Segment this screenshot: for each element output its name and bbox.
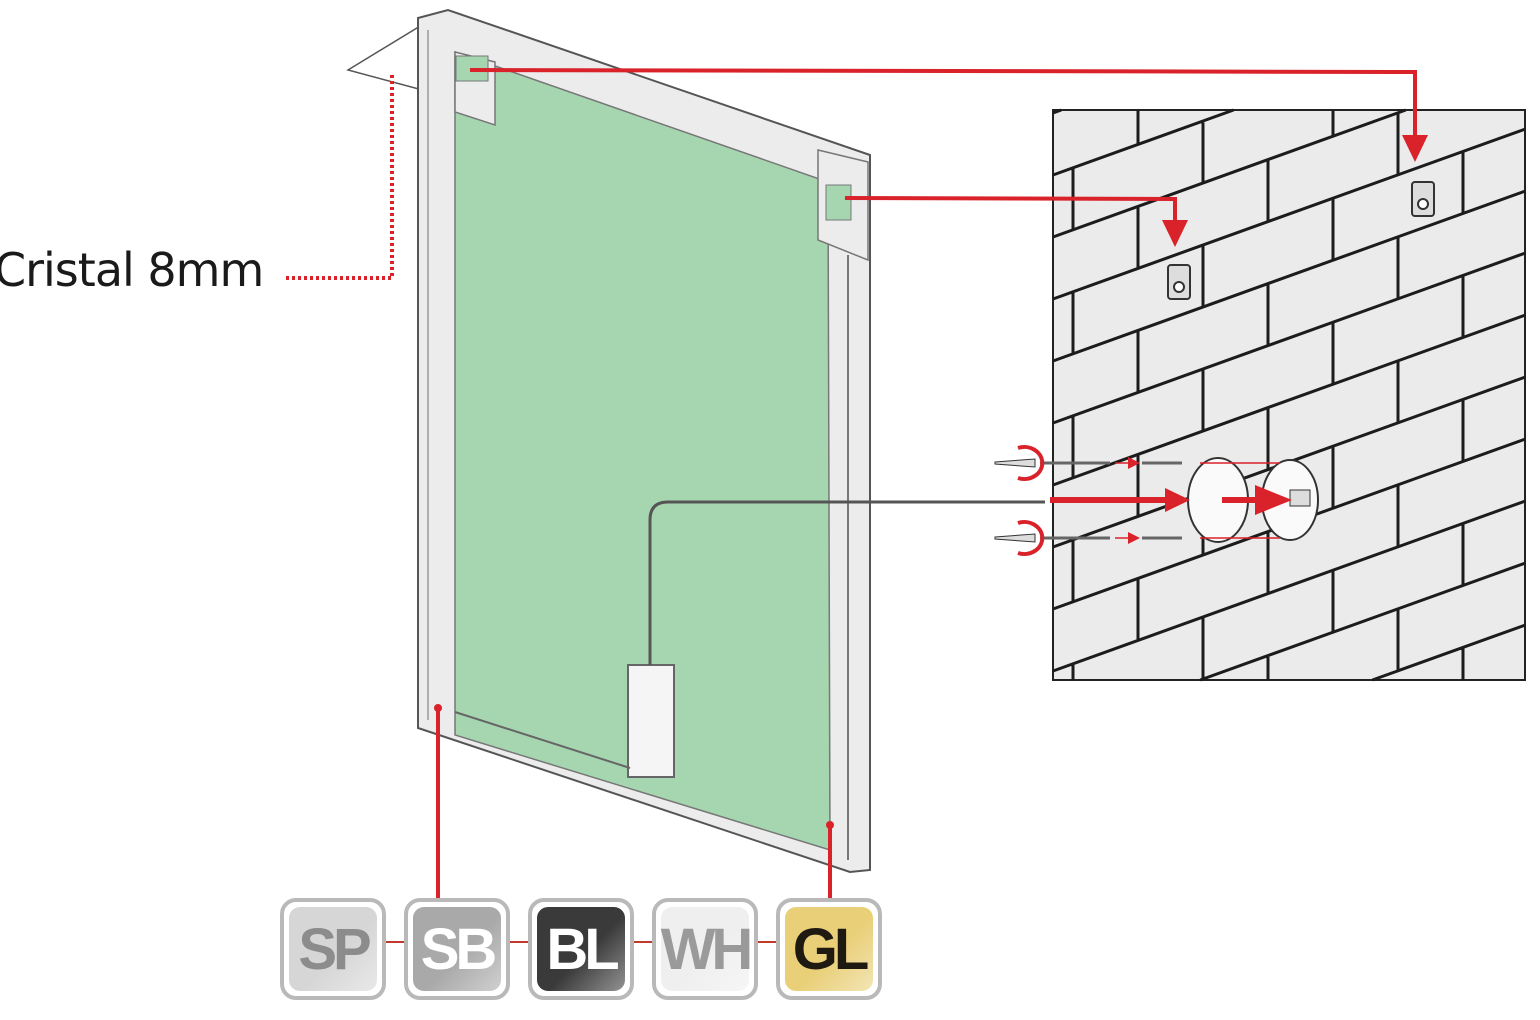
arrowheads [434,135,1428,829]
finish-badge-bl[interactable]: BL [528,898,634,1000]
mirror-panel [417,8,1045,874]
finish-code: SP [289,907,377,991]
brick-lines [1052,108,1526,682]
glass-thickness-label: Cristal 8mm [0,243,264,297]
finish-code: BL [537,907,625,991]
red-arrows [285,68,1417,903]
finish-badge-wh[interactable]: WH [652,898,758,1000]
finish-code: GL [785,907,873,991]
brick-wall [1052,108,1526,682]
finish-badge-sb[interactable]: SB [404,898,510,1000]
finish-code: SB [413,907,501,991]
wall-mount-hardware [994,457,1319,543]
driver-box [627,664,675,778]
power-cable [648,500,1045,665]
wall-bracket-icon [1167,181,1435,300]
finish-badge-gl[interactable]: GL [776,898,882,1000]
finish-code: WH [661,907,753,991]
finish-badge-sp[interactable]: SP [280,898,386,1000]
